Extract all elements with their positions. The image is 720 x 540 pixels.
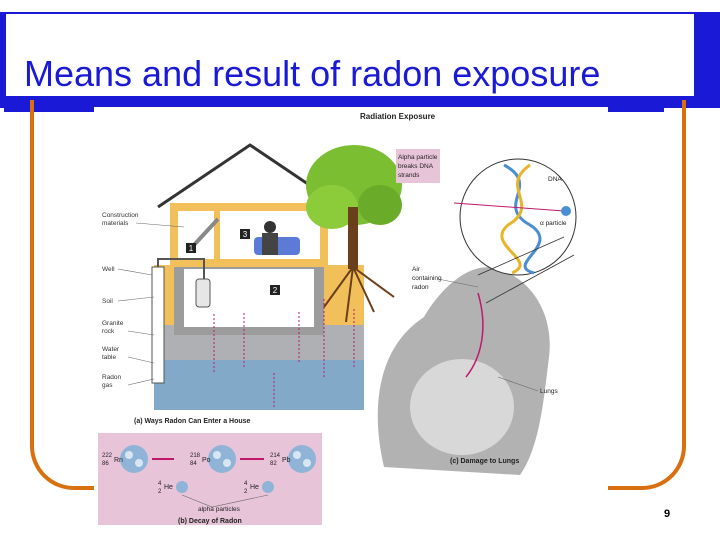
label-alpha-dna-3: strands [398, 172, 420, 179]
lungs-leader [497, 376, 539, 392]
tree [306, 145, 402, 323]
helium-nucleus-2 [262, 481, 274, 493]
air-leader [437, 278, 479, 288]
he2-mass: 4 [244, 481, 248, 487]
label-granite-2: rock [102, 328, 115, 335]
well-pipe [151, 266, 165, 384]
label-water-1: Water [102, 346, 120, 353]
he1-z: 2 [158, 489, 162, 495]
alpha-track [453, 202, 565, 212]
label-dna: DNA [548, 176, 562, 183]
pb-z: 82 [270, 461, 277, 467]
rn-z: 86 [102, 461, 109, 467]
nucleus-pb [288, 445, 316, 473]
marker-3-label: 3 [243, 230, 248, 239]
nucleus-rn [120, 445, 148, 473]
callout-line-top [477, 236, 565, 276]
helium-nucleus-1 [176, 481, 188, 493]
airway [465, 292, 484, 378]
label-soil: Soil [102, 298, 113, 305]
dna-strand-a [503, 163, 542, 275]
panel-c-caption: (c) Damage to Lungs [450, 458, 519, 465]
radon-arrows [213, 297, 355, 407]
alpha-leaders [181, 494, 269, 508]
figure-heading: Radiation Exposure [360, 112, 436, 121]
alpha-dna-label-box [396, 149, 440, 183]
water-heater [195, 278, 211, 308]
rn-mass: 222 [102, 453, 113, 459]
label-air-2: containing [412, 275, 442, 282]
label-well: Well [102, 266, 115, 273]
marker-2-label: 2 [273, 286, 278, 295]
alpha-particle-dot [561, 206, 571, 216]
label-alpha-dna-1: Alpha particle [398, 154, 438, 161]
marker-2 [270, 285, 280, 295]
title-panel: Means and result of radon exposure [4, 12, 696, 98]
marker-1-label: 1 [189, 244, 194, 253]
label-alpha-particle: α particle [540, 220, 567, 227]
panel-a: 1 2 3 Construction materials Well Soil [102, 143, 402, 425]
label-alpha-dna-2: breaks DNA [398, 163, 434, 170]
label-granite-1: Granite [102, 320, 124, 327]
he1-symbol: He [164, 484, 173, 491]
panel-b: 222 86 Rn 218 84 Po 214 82 Pb 4 2 He 4 2… [98, 433, 322, 525]
po-symbol: Po [202, 457, 211, 464]
po-z: 84 [190, 461, 197, 467]
label-radon-1: Radon [102, 374, 122, 381]
label-air-3: radon [412, 284, 429, 291]
nucleus-po [208, 445, 236, 473]
rn-symbol: Rn [114, 457, 123, 464]
construction-beam [192, 217, 220, 247]
he1-mass: 4 [158, 481, 162, 487]
panel-a-caption: (a) Ways Radon Can Enter a House [134, 418, 251, 425]
label-construction-2: materials [102, 220, 129, 227]
well-line [157, 258, 205, 279]
label-air-1: Air [412, 266, 421, 273]
dna-strand-b [500, 163, 531, 275]
water-table-layer [154, 360, 364, 410]
marker-1 [186, 243, 196, 253]
he2-z: 2 [244, 489, 248, 495]
alpha-particles-label: alpha particles [198, 506, 241, 513]
person-body [262, 233, 278, 255]
pb-mass: 214 [270, 453, 281, 459]
panel-a-leaders [117, 222, 185, 386]
panel-b-caption: (b) Decay of Radon [178, 518, 242, 525]
label-construction-1: Construction [102, 212, 139, 219]
label-water-2: table [102, 354, 116, 361]
slide-title: Means and result of radon exposure [24, 53, 601, 94]
he2-symbol: He [250, 484, 259, 491]
pb-symbol: Pb [282, 457, 291, 464]
title-bar: Means and result of radon exposure [0, 12, 720, 112]
panel-c: Alpha particle breaks DNA strands DNA α … [377, 149, 577, 475]
marker-3 [240, 229, 250, 239]
callout-line-bottom [485, 254, 575, 304]
label-lungs: Lungs [540, 388, 558, 395]
slide-number: 9 [664, 508, 671, 520]
radon-exposure-figure: Radiation Exposure 1 2 3 [94, 107, 608, 535]
lungs [410, 359, 514, 455]
po-mass: 218 [190, 453, 201, 459]
person-head [264, 221, 276, 233]
label-radon-2: gas [102, 382, 113, 389]
